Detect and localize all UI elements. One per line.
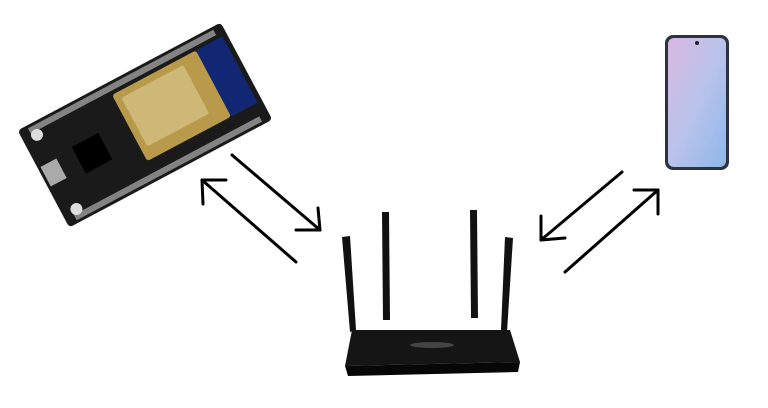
arrow-router-to-phone (563, 188, 660, 274)
smartphone-icon (665, 35, 729, 170)
arrow-phone-to-router (539, 170, 624, 242)
esp32-board-icon (19, 23, 271, 227)
arrow-esp32-to-router (230, 153, 322, 232)
wifi-router-icon (342, 210, 520, 376)
arrow-router-to-esp32 (200, 178, 298, 264)
